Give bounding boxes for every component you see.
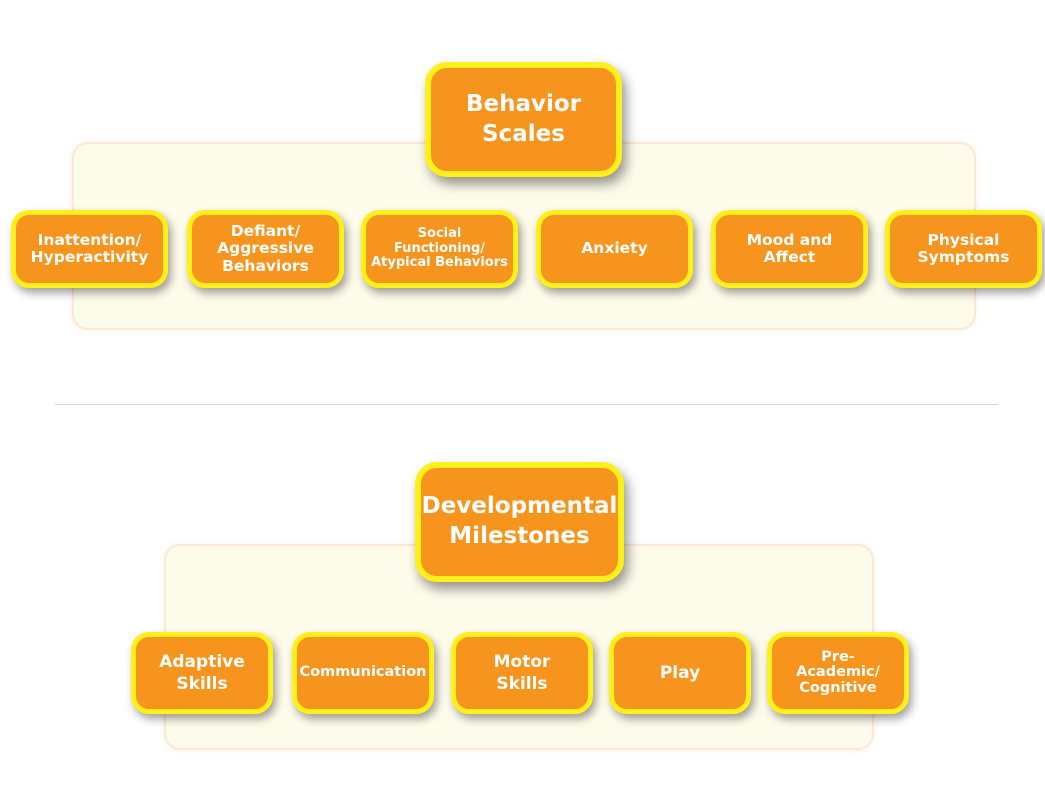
developmental-milestones-node: Developmental Milestones [415,462,624,582]
play-node: Play [609,632,751,714]
communication-node: Communication [292,632,434,714]
defiant-aggressive-behaviors-node: Defiant/ Aggressive Behaviors [187,210,344,288]
adaptive-skills-node: Adaptive Skills [131,632,273,714]
motor-skills-node: Motor Skills [451,632,593,714]
inattention-hyperactivity-node: Inattention/ Hyperactivity [11,210,168,288]
behavior-scales-node: Behavior Scales [425,62,622,177]
mood-and-affect-node: Mood and Affect [711,210,868,288]
pre-academic-cognitive-node: Pre- Academic/ Cognitive [767,632,909,714]
physical-symptoms-node: Physical Symptoms [885,210,1042,288]
section-divider [55,404,998,405]
anxiety-node: Anxiety [536,210,693,288]
social-functioning-atypical-behaviors-node: Social Functioning/ Atypical Behaviors [361,210,518,288]
